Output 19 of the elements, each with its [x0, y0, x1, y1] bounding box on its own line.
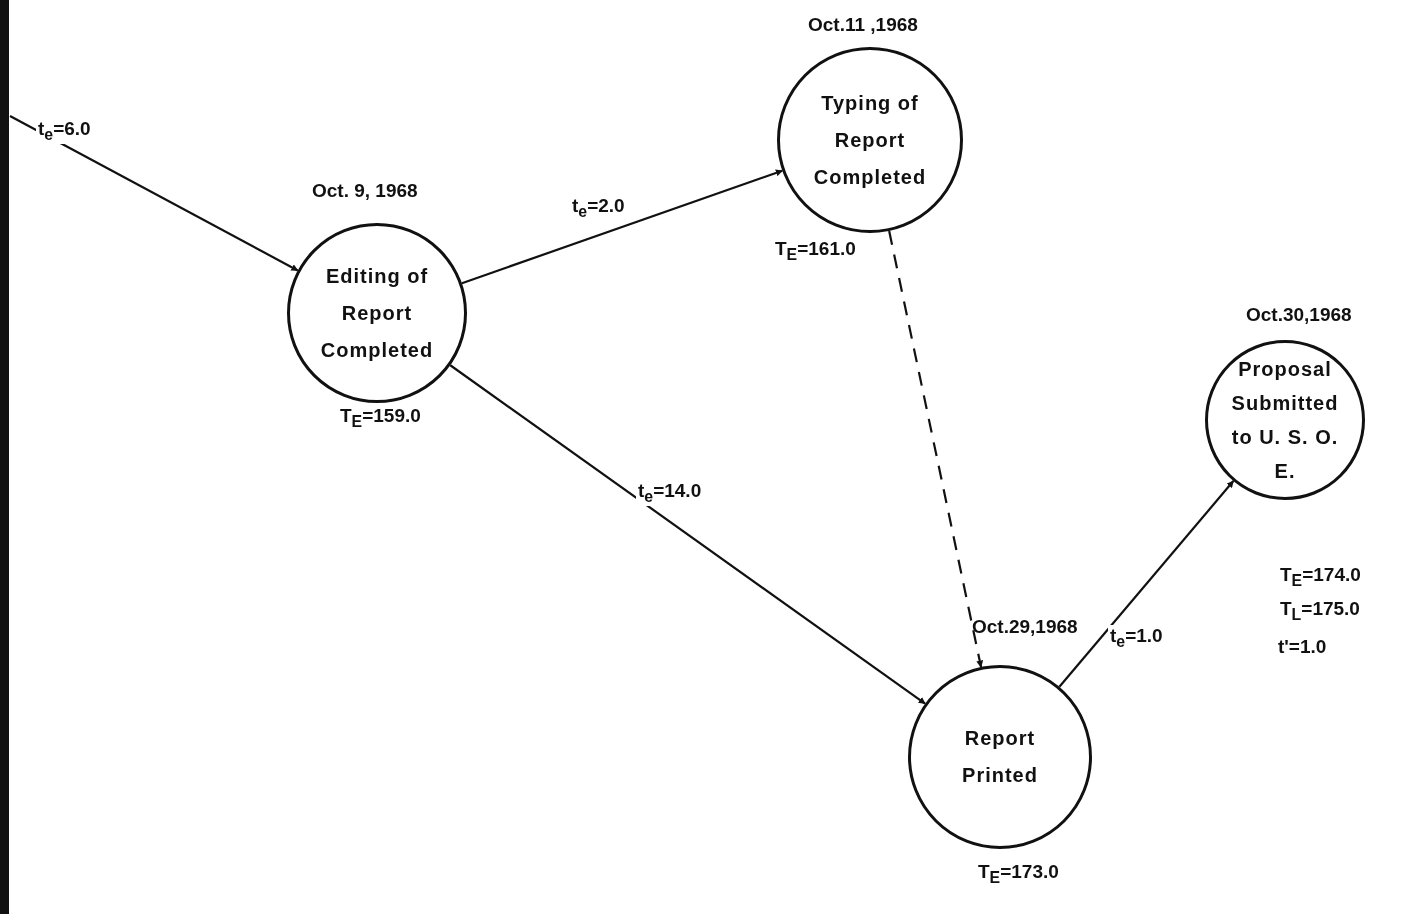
time-value-label: T$_{E}$=161.0 [775, 238, 856, 264]
date-label: Oct.29,1968 [972, 616, 1078, 638]
arrow [1058, 480, 1235, 688]
event-label: Typing of Report Completed [812, 90, 928, 190]
event-label: Report Printed [961, 726, 1039, 788]
arrow [461, 169, 783, 285]
time-value-label: T$_{E}$=173.0 [978, 861, 1059, 887]
time-value-label: T$_{E}$=159.0 [340, 405, 421, 431]
date-label: Oct.11 ,1968 [808, 14, 918, 36]
event-label: Proposal Submitted to U. S. O. E. [1230, 357, 1340, 484]
event-label: Editing of Report Completed [319, 263, 435, 363]
time-value-label: t'=1.0 [1278, 636, 1327, 658]
arrow [9, 115, 299, 272]
arrow [449, 364, 926, 705]
date-label: Oct. 9, 1968 [312, 180, 418, 202]
date-label: Oct.30,1968 [1246, 304, 1352, 326]
dashed-arrow [888, 230, 984, 668]
time-value-label: T$_{E}$=174.0 [1280, 564, 1361, 590]
time-value-label: T$_{L}$=175.0 [1280, 598, 1360, 624]
